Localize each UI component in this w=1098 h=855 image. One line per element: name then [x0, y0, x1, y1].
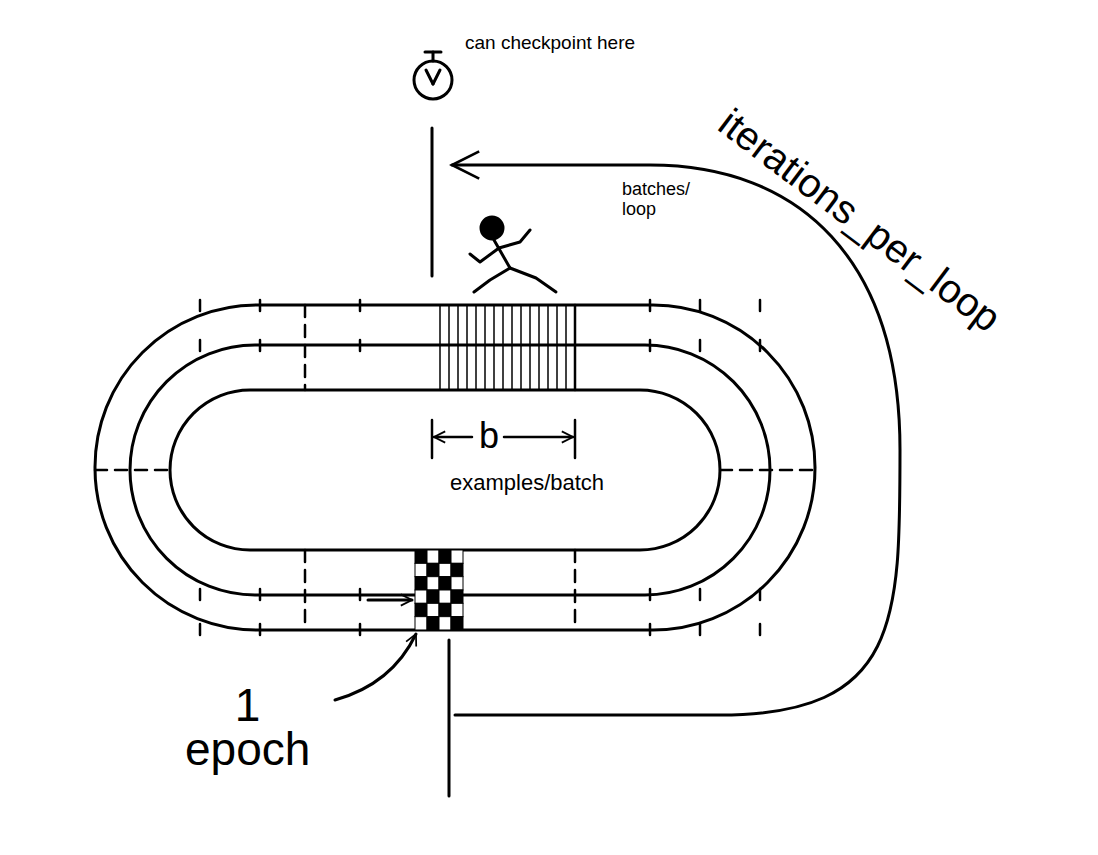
track-tick: [199, 624, 202, 635]
track-tick: [649, 589, 652, 600]
track-tick: [199, 300, 202, 311]
lane-arrow: [368, 599, 412, 602]
track-tick: [699, 589, 702, 600]
track-tick: [259, 624, 262, 635]
checker-square: [451, 617, 463, 630]
checker-square: [439, 603, 451, 616]
track-tick: [759, 624, 762, 635]
checker-square: [427, 617, 439, 630]
checker-square: [415, 603, 427, 616]
checker-square: [439, 550, 451, 563]
epoch-pointer: [335, 634, 416, 700]
track-tick: [649, 300, 652, 311]
track-tick: [359, 624, 362, 635]
runner-figure: [470, 217, 556, 292]
checker-square: [451, 550, 463, 563]
hatch-stroke: [475, 306, 477, 389]
checker-square: [439, 590, 451, 603]
dimension-unit-note: examples/batch: [450, 470, 604, 496]
lane-markers: [95, 305, 815, 630]
hatch-stroke: [520, 306, 522, 389]
checker-square: [415, 590, 427, 603]
checker-square: [427, 563, 439, 576]
track-tick: [699, 624, 702, 635]
epoch-label: 1 epoch: [185, 684, 310, 771]
hatch-stroke: [529, 306, 531, 389]
checker-square: [439, 577, 451, 590]
stopwatch-icon: [414, 52, 452, 99]
hatch-stroke: [439, 306, 441, 389]
track-tick: [699, 340, 702, 351]
start-line: [431, 128, 434, 276]
track-tick: [759, 340, 762, 351]
hatch-stroke: [484, 306, 486, 389]
checker-square: [415, 577, 427, 590]
checker-square: [427, 577, 439, 590]
checker-square: [427, 550, 439, 563]
finish-line: [415, 550, 463, 630]
track-tick: [759, 300, 762, 311]
hatch-stroke: [502, 306, 504, 389]
hatch-stroke: [493, 306, 495, 389]
track-tick: [649, 624, 652, 635]
checker-square: [451, 563, 463, 576]
checker-square: [415, 550, 427, 563]
track-outer: [95, 305, 815, 630]
checker-square: [415, 617, 427, 630]
hatch-stroke: [547, 306, 549, 389]
hatch-stroke: [538, 306, 540, 389]
batch-edge: [574, 305, 577, 390]
checkpoint-note-text: can checkpoint here: [465, 32, 635, 55]
loop-label: iterations_per_loop: [710, 98, 1011, 341]
hatch-stroke: [448, 306, 450, 389]
hatch-stroke: [511, 306, 513, 389]
track-tick: [359, 340, 362, 351]
dimension-unit-note-text: examples/batch: [450, 470, 604, 496]
dimension-label-text: b: [479, 414, 499, 457]
track-tick: [649, 340, 652, 351]
dimension-b: [432, 420, 575, 458]
track-middle: [130, 345, 770, 595]
checker-square: [427, 603, 439, 616]
checker-square: [415, 563, 427, 576]
track-tick: [359, 589, 362, 600]
checker-square: [451, 603, 463, 616]
checker-square: [427, 590, 439, 603]
track-tick: [699, 300, 702, 311]
track-inner: [170, 390, 720, 550]
hatch-stroke: [466, 306, 468, 389]
hatch-stroke: [457, 306, 459, 389]
epoch-label-text: 1 epoch: [185, 684, 310, 771]
track-tick: [199, 340, 202, 351]
track-tick: [259, 589, 262, 600]
start-line: [448, 640, 451, 796]
checkpoint-note: can checkpoint here: [465, 32, 635, 55]
checker-square: [439, 563, 451, 576]
loop-unit-note: batches/ loop: [622, 180, 690, 220]
dimension-label: b: [479, 414, 499, 457]
loop-unit-note-text: batches/ loop: [622, 180, 690, 220]
loop-label-text: iterations_per_loop: [710, 98, 1011, 341]
hatch-stroke: [556, 306, 558, 389]
track-tick: [259, 340, 262, 351]
track-tick: [359, 300, 362, 311]
hatch-stroke: [565, 306, 567, 389]
checker-square: [451, 577, 463, 590]
track-tick: [259, 300, 262, 311]
track-ticks: [200, 300, 760, 635]
loop-arrow: [452, 165, 900, 715]
batch-hatching: [440, 306, 566, 389]
track-tick: [759, 589, 762, 600]
checker-square: [439, 617, 451, 630]
track-tick: [199, 589, 202, 600]
checker-square: [451, 590, 463, 603]
